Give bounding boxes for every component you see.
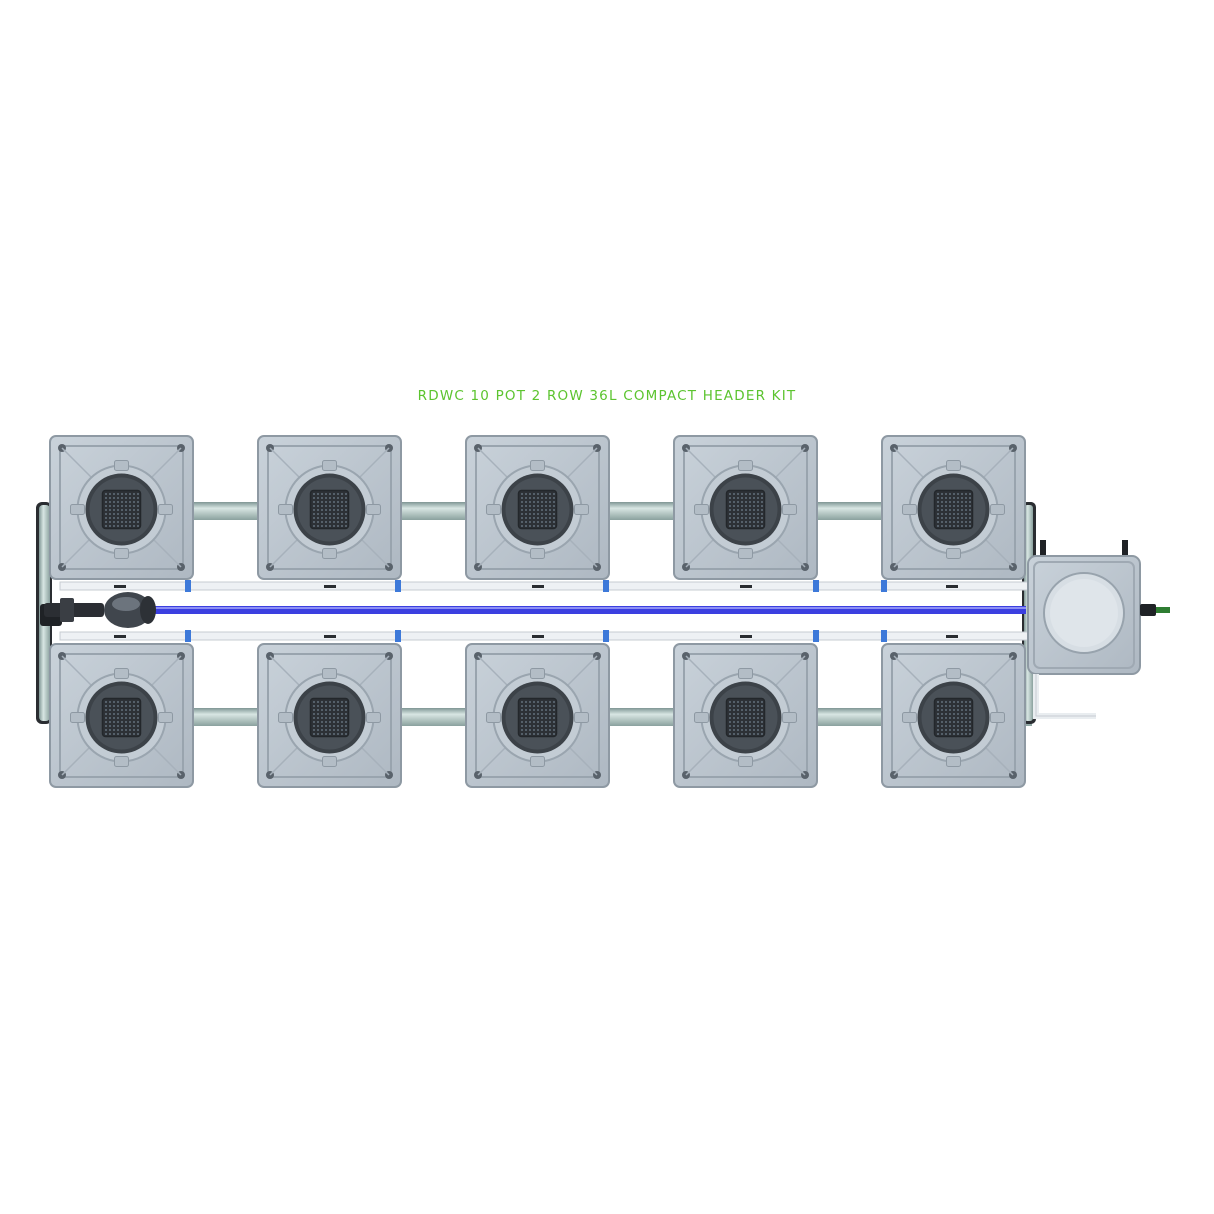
- pots-group: [49, 435, 1026, 788]
- tube-clip-top-5: [946, 585, 958, 588]
- tube-clip-bottom-3: [532, 635, 544, 638]
- tube-clip-top-2: [324, 585, 336, 588]
- tube-clip-bottom-5: [946, 635, 958, 638]
- tube-clip-bottom-1: [114, 635, 126, 638]
- bottom-pot-3: [465, 643, 610, 788]
- tube-fitting-bottom-1: [185, 630, 191, 642]
- tube-fitting-top-3: [603, 580, 609, 592]
- tube-fitting-top-4: [813, 580, 819, 592]
- tube-fitting-bottom-4: [813, 630, 819, 642]
- top-pot-5: [881, 435, 1026, 580]
- tube-clip-bottom-2: [324, 635, 336, 638]
- tube-clip-top-1: [114, 585, 126, 588]
- diagram-title: RDWC 10 POT 2 ROW 36L COMPACT HEADER KIT: [417, 388, 797, 404]
- top-pot-4: [673, 435, 818, 580]
- top-pot-1: [49, 435, 194, 580]
- bottom-pot-1: [49, 643, 194, 788]
- top-pot-2: [257, 435, 402, 580]
- bottom-pot-5: [881, 643, 1026, 788]
- tube-fitting-bottom-5: [881, 630, 887, 642]
- bottom-pot-2: [257, 643, 402, 788]
- tube-fitting-bottom-2: [395, 630, 401, 642]
- tube-clip-top-4: [740, 585, 752, 588]
- pump: [44, 592, 156, 628]
- bottom-pot-4: [673, 643, 818, 788]
- top-pot-3: [465, 435, 610, 580]
- tube-fitting-bottom-3: [603, 630, 609, 642]
- tube-clip-bottom-4: [740, 635, 752, 638]
- tube-fitting-top-2: [395, 580, 401, 592]
- tube-fitting-top-5: [881, 580, 887, 592]
- tube-clip-top-3: [532, 585, 544, 588]
- tube-fitting-top-1: [185, 580, 191, 592]
- return-line: [120, 606, 1026, 614]
- control-bucket: [1027, 540, 1170, 719]
